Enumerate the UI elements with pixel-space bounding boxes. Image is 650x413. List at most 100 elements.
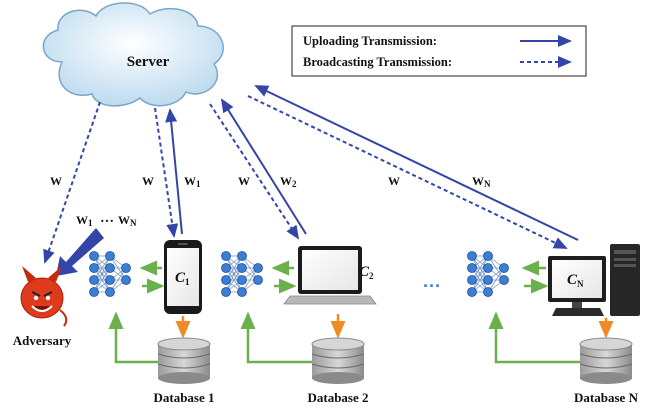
nn-node: [237, 275, 247, 285]
feedback-line-n: [488, 311, 580, 364]
nn-node: [89, 287, 99, 297]
nn-node: [253, 275, 263, 285]
server-cloud: Server: [42, 2, 224, 107]
nn-node: [105, 263, 115, 273]
database-band: [579, 363, 633, 369]
database-icon: [157, 337, 211, 384]
neural-network-icon-2: [221, 251, 263, 297]
database-2: Database 2: [307, 337, 369, 405]
database-2-label: Database 2: [307, 390, 368, 405]
server-label: Server: [127, 54, 170, 70]
label-w1-upload: W1: [184, 174, 201, 189]
nn-node: [483, 263, 493, 273]
adversary: Adversary: [13, 266, 72, 348]
broadcast-arrow-adversary: [43, 101, 101, 264]
database-1: Database 1: [153, 337, 215, 405]
nn-node: [237, 263, 247, 273]
database-band: [311, 363, 365, 369]
nn-node: [105, 287, 115, 297]
nn-node: [499, 275, 509, 285]
nn-connection: [471, 255, 489, 293]
feedback-line-1: [108, 311, 158, 364]
database-icon: [311, 337, 365, 384]
nn-connection: [93, 255, 111, 293]
nn-node: [483, 275, 493, 285]
nn-node: [221, 275, 231, 285]
database-band: [579, 353, 633, 359]
nn-node: [467, 251, 477, 261]
nn-node: [253, 263, 263, 273]
desktop-computer-icon: [548, 244, 640, 316]
upload-arrow-cn: [254, 85, 579, 241]
nn-node: [237, 251, 247, 261]
client-2: C2: [221, 246, 377, 364]
nn-connection: [225, 255, 243, 293]
database-top: [311, 337, 365, 351]
label-w2-upload: W2: [280, 174, 297, 189]
label-wn-adversary: WN: [118, 213, 137, 228]
legend-upload-label: Uploading Transmission:: [303, 34, 437, 48]
database-band: [157, 363, 211, 369]
legend-box: [291, 25, 587, 77]
smartphone-icon: [164, 240, 202, 314]
model-leak-arrow: [56, 228, 104, 276]
weight-labels: W W1 … WN W W1 W W2 W WN: [50, 174, 491, 228]
nn-node: [221, 263, 231, 273]
devil-icon: [20, 266, 68, 327]
database-n-label: Database N: [574, 390, 639, 405]
nn-node: [89, 263, 99, 273]
laptop-icon: [283, 246, 377, 305]
transmission-arrows: [43, 85, 579, 276]
nn-node: [121, 275, 131, 285]
upload-arrow-c2: [220, 98, 307, 235]
client-2-label: C2: [359, 264, 374, 281]
database-n: Database N: [574, 337, 639, 405]
clients-ellipsis: ···: [423, 276, 441, 296]
label-w1-adversary: W1: [76, 213, 93, 228]
client-n: CN: [467, 244, 640, 364]
broadcast-arrow-c1: [154, 107, 179, 238]
label-w-c1: W: [142, 174, 154, 188]
database-bottom: [158, 372, 210, 384]
label-w-adversary: W: [50, 174, 62, 188]
nn-node: [467, 263, 477, 273]
database-top: [579, 337, 633, 351]
broadcast-arrow-c2: [209, 103, 300, 240]
nn-node: [89, 251, 99, 261]
nn-node: [105, 275, 115, 285]
label-w-c2: W: [238, 174, 250, 188]
legend-broadcast-label: Broadcasting Transmission:: [303, 55, 452, 69]
nn-node: [221, 287, 231, 297]
neural-network-icon-n: [467, 251, 509, 297]
nn-node: [89, 275, 99, 285]
client-1-label: C1: [175, 270, 190, 287]
label-ellipsis: …: [100, 211, 114, 226]
nn-node: [467, 275, 477, 285]
adversary-label: Adversary: [13, 333, 72, 348]
legend: Uploading Transmission: Broadcasting Tra…: [291, 25, 587, 77]
neural-network-icon-1: [89, 251, 131, 297]
database-band: [311, 353, 365, 359]
database-1-label: Database 1: [153, 390, 214, 405]
database-top: [157, 337, 211, 351]
nn-node: [483, 287, 493, 297]
nn-node: [121, 263, 131, 273]
database-icon: [579, 337, 633, 384]
database-bottom: [312, 372, 364, 384]
label-w-cn: W: [388, 174, 400, 188]
database-bottom: [580, 372, 632, 384]
client-1: C1: [89, 240, 202, 364]
nn-node: [483, 251, 493, 261]
upload-arrow-c1: [165, 108, 183, 235]
nn-node: [221, 251, 231, 261]
nn-node: [105, 251, 115, 261]
label-wn-upload: WN: [472, 174, 491, 189]
nn-node: [499, 263, 509, 273]
database-band: [157, 353, 211, 359]
nn-node: [237, 287, 247, 297]
nn-node: [467, 287, 477, 297]
client-n-label: CN: [567, 272, 584, 289]
broadcast-arrow-cn: [247, 95, 568, 249]
feedback-line-2: [240, 311, 312, 364]
